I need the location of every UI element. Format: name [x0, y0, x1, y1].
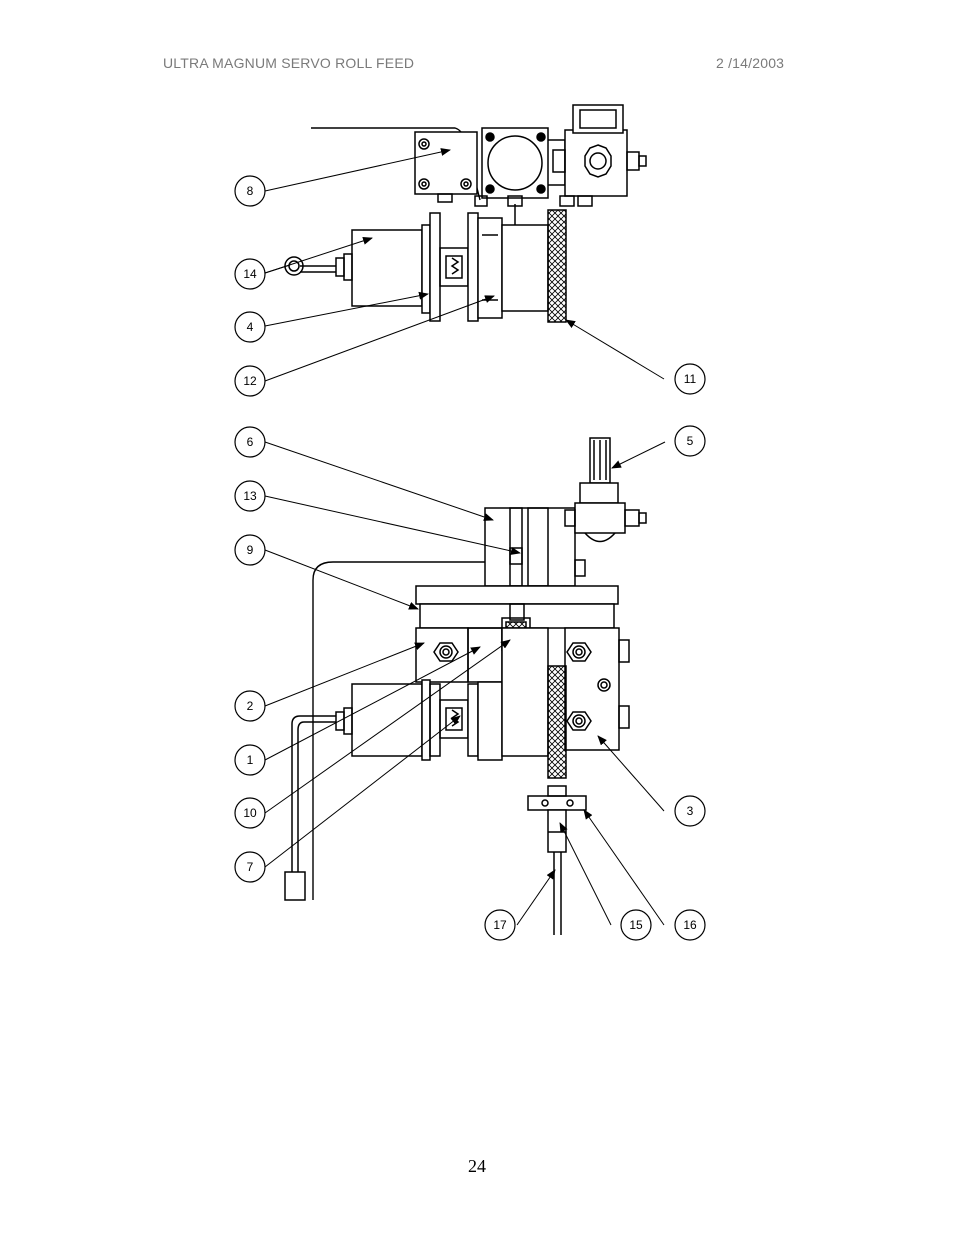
svg-text:1: 1	[247, 753, 254, 767]
callout-9: 9	[234, 534, 266, 566]
callout-2: 2	[234, 690, 266, 722]
svg-text:11: 11	[684, 372, 697, 386]
callout-15: 15	[620, 909, 652, 941]
svg-text:13: 13	[243, 489, 257, 503]
callout-17: 17	[484, 909, 516, 941]
callout-6: 6	[234, 426, 266, 458]
svg-text:8: 8	[247, 184, 254, 198]
callout-4: 4	[234, 311, 266, 343]
leader-lines	[264, 148, 666, 926]
page-number: 24	[468, 1156, 486, 1176]
svg-text:15: 15	[629, 918, 643, 932]
callout-11: 11	[674, 363, 706, 395]
callout-14: 14	[234, 258, 266, 290]
document-title: ULTRA MAGNUM SERVO ROLL FEED	[163, 55, 415, 71]
callout-13: 13	[234, 480, 266, 512]
callout-7: 7	[234, 851, 266, 883]
callout-5: 5	[674, 425, 706, 457]
svg-text:2: 2	[247, 699, 254, 713]
top-view-assembly	[284, 104, 647, 323]
svg-text:3: 3	[687, 804, 694, 818]
svg-text:9: 9	[247, 543, 254, 557]
svg-text:6: 6	[247, 435, 254, 449]
svg-text:14: 14	[243, 267, 257, 281]
svg-text:16: 16	[683, 918, 697, 932]
svg-text:12: 12	[243, 374, 257, 388]
svg-text:17: 17	[493, 918, 507, 932]
callout-10: 10	[234, 797, 266, 829]
svg-text:5: 5	[687, 434, 694, 448]
callout-3: 3	[674, 795, 706, 827]
side-view-assembly	[284, 437, 647, 935]
callout-8: 8	[234, 175, 266, 207]
callout-12: 12	[234, 365, 266, 397]
svg-text:7: 7	[247, 860, 254, 874]
document-date: 2 /14/2003	[716, 55, 785, 71]
callout-16: 16	[674, 909, 706, 941]
callout-1: 1	[234, 744, 266, 776]
svg-text:10: 10	[243, 806, 257, 820]
svg-text:4: 4	[247, 320, 254, 334]
